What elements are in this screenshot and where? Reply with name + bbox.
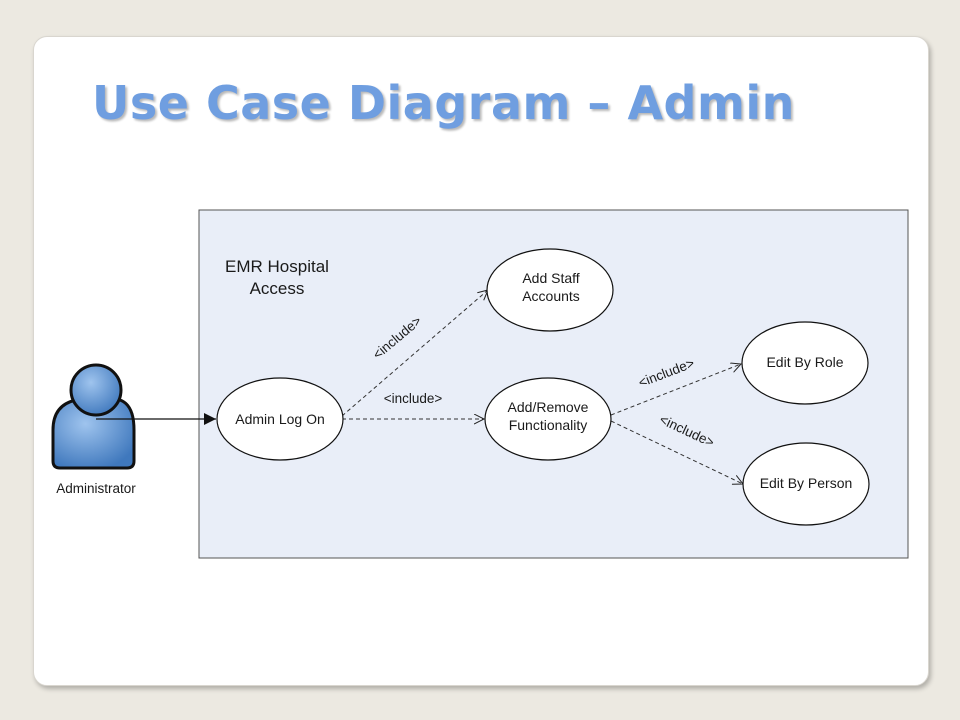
actor-administrator-icon [51, 363, 136, 470]
use-case-admin-logon-label: Admin Log On [235, 411, 325, 427]
include-label-addremove: <include> [384, 391, 443, 406]
system-boundary-label-line1: EMR Hospital [225, 257, 329, 276]
use-case-edit-by-person-label: Edit By Person [760, 475, 853, 491]
include-line-role [610, 364, 741, 416]
use-case-add-remove-label-line1: Add/Remove [508, 399, 589, 415]
use-case-add-staff-label-line2: Accounts [522, 288, 580, 304]
use-case-add-staff[interactable] [486, 248, 614, 332]
use-case-edit-by-role-label: Edit By Role [766, 354, 843, 370]
use-case-add-remove-label-line2: Functionality [509, 417, 588, 433]
page-title: Use Case Diagram – Admin [92, 76, 795, 130]
use-case-add-remove[interactable] [484, 377, 612, 461]
use-case-edit-by-person[interactable] [742, 442, 870, 526]
use-case-add-staff-label-line1: Add Staff [522, 270, 579, 286]
use-case-edit-by-role[interactable] [741, 321, 869, 405]
system-boundary-label-line2: Access [250, 279, 305, 298]
include-line-person [610, 420, 743, 484]
use-case-admin-logon[interactable] [216, 377, 344, 461]
actor-name: Administrator [56, 481, 136, 496]
